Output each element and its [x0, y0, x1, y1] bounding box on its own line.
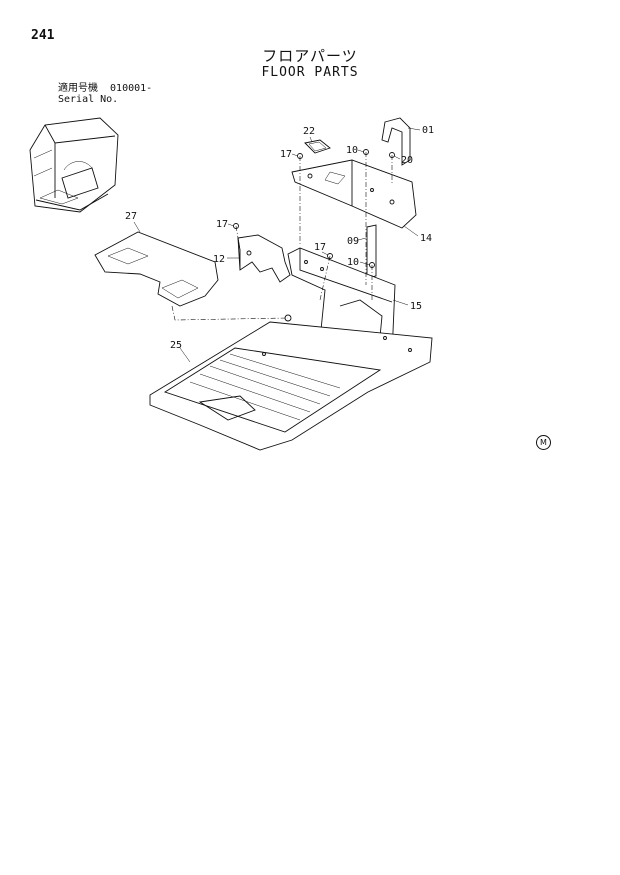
page-number: 241	[31, 28, 55, 43]
callout-09: 09	[347, 236, 359, 247]
callout-17-b: 17	[216, 219, 228, 230]
part-27-floor-mat	[94, 231, 219, 307]
callout-27: 27	[125, 211, 137, 222]
callout-10-a: 10	[346, 145, 358, 156]
bolt-17-c-icon	[327, 253, 333, 259]
part-22-cover	[304, 139, 331, 154]
serial-label-english: Serial No.	[58, 94, 119, 105]
callout-17-c: 17	[314, 242, 326, 253]
part-12-plate	[237, 234, 291, 283]
serial-info: 適用号機 010001- Serial No.	[58, 83, 152, 105]
cab-thumbnail	[29, 117, 119, 213]
page-title-japanese: フロアパーツ	[262, 47, 358, 65]
callout-01: 01	[422, 125, 434, 136]
callout-17-a: 17	[280, 149, 292, 160]
part-01-bracket	[381, 117, 411, 166]
callout-15: 15	[410, 301, 422, 312]
callout-14: 14	[420, 233, 432, 244]
callout-12: 12	[213, 254, 225, 265]
serial-value: 010001-	[110, 83, 153, 94]
m-mark-icon: M	[536, 435, 551, 450]
part-09-bar	[366, 224, 377, 279]
page-title-english: FLOOR PARTS	[261, 65, 359, 80]
part-14-upper-panel	[291, 159, 417, 229]
callout-10-b: 10	[347, 257, 359, 268]
serial-label-japanese: 適用号機	[58, 83, 98, 94]
callout-20: 20	[401, 155, 413, 166]
part-25-floor-plate	[149, 314, 433, 451]
callout-25: 25	[170, 340, 182, 351]
callout-22: 22	[303, 126, 315, 137]
